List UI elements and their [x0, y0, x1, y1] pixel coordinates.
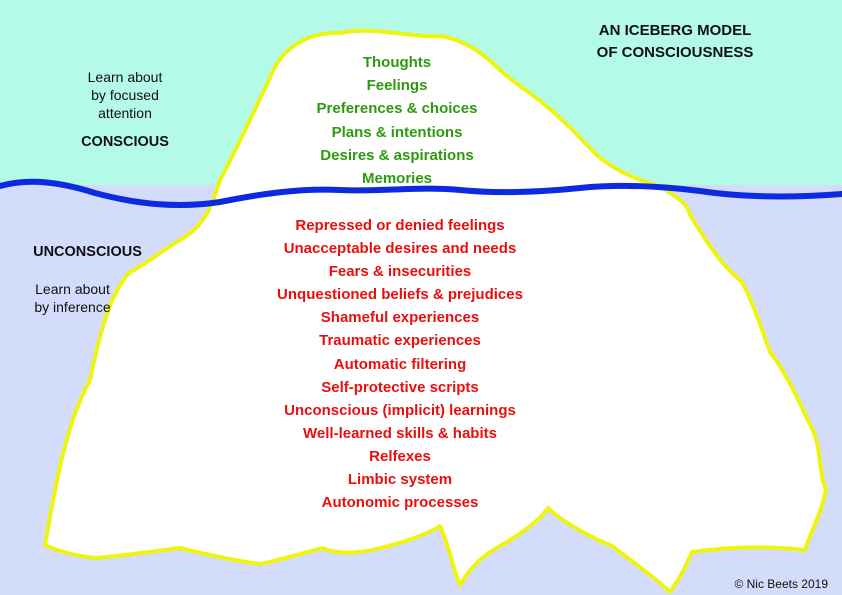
- conscious-item: Thoughts: [362, 54, 432, 71]
- waterline: [0, 178, 842, 208]
- conscious-item: Plans & intentions: [331, 123, 463, 141]
- unconscious-item: Relfexes: [369, 447, 431, 465]
- conscious-learn-note: Learn about by focused attention: [50, 68, 200, 122]
- conscious-item: Desires & aspirations: [320, 146, 474, 164]
- unconscious-learn-note: Learn about by inference: [10, 280, 135, 316]
- unconscious-item: Self-protective scripts: [321, 378, 479, 396]
- unconscious-learn-line-1: Learn about: [35, 281, 110, 297]
- unconscious-item: Repressed or denied feelings: [295, 217, 505, 234]
- conscious-items-list: Thoughts Feelings Preferences & choices …: [270, 51, 524, 190]
- unconscious-item: Limbic system: [347, 471, 453, 489]
- diagram-title: AN ICEBERG MODEL OF CONSCIOUSNESS: [520, 20, 830, 64]
- unconscious-items-list: Repressed or denied feelings Unacceptabl…: [230, 214, 570, 514]
- unconscious-item: Unquestioned beliefs & prejudices: [277, 286, 523, 304]
- unconscious-label: UNCONSCIOUS: [33, 244, 142, 260]
- title-line-1: AN ICEBERG MODEL: [598, 22, 752, 39]
- unconscious-item: Automatic filtering: [333, 355, 467, 373]
- conscious-item: Memories: [361, 170, 433, 188]
- conscious-item: Preferences & choices: [316, 100, 478, 118]
- unconscious-item: Autonomic processes: [321, 494, 479, 512]
- conscious-label: CONSCIOUS: [81, 134, 169, 150]
- conscious-learn-line-1: Learn about: [87, 69, 163, 85]
- conscious-learn-line-2: by focused: [91, 87, 159, 103]
- unconscious-item: Unconscious (implicit) learnings: [284, 401, 516, 419]
- unconscious-item: Unacceptable desires and needs: [283, 240, 517, 258]
- unconscious-item: Fears & insecurities: [328, 263, 472, 281]
- unconscious-item: Well-learned skills & habits: [303, 424, 497, 442]
- conscious-item: Feelings: [366, 77, 428, 95]
- unconscious-learn-line-2: by inference: [34, 299, 111, 315]
- copyright-credit: © Nic Beets 2019: [734, 577, 828, 591]
- unconscious-item: Shameful experiences: [320, 309, 480, 327]
- iceberg-shape: [43, 28, 828, 594]
- title-line-2: OF CONSCIOUSNESS: [596, 44, 754, 61]
- conscious-learn-line-3: attention: [98, 105, 152, 121]
- unconscious-item: Traumatic experiences: [319, 332, 481, 350]
